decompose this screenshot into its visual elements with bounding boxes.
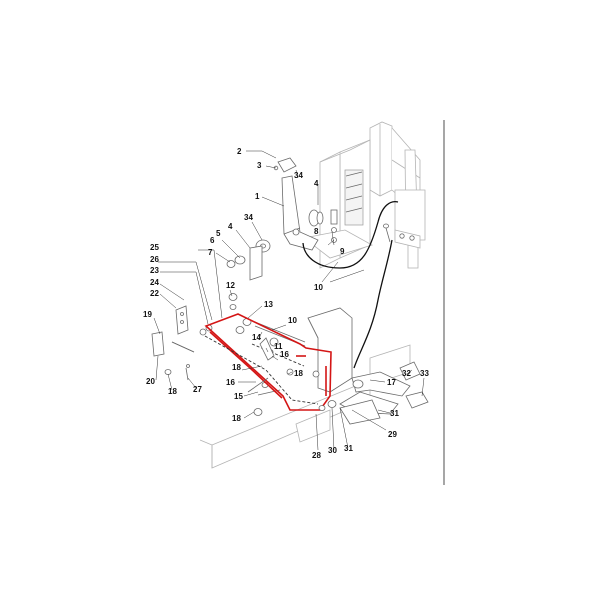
callout-30: 30: [328, 446, 337, 455]
callout-4a: 4: [314, 179, 319, 188]
callout-17: 17: [387, 378, 396, 387]
callout-19: 19: [143, 310, 152, 319]
callout-34b: 34: [244, 213, 253, 222]
callout-10b: 10: [288, 316, 297, 325]
callout-27: 27: [193, 385, 202, 394]
callout-18a: 18: [232, 363, 241, 372]
callout-13: 13: [264, 300, 273, 309]
callout-18b: 18: [294, 369, 303, 378]
pedal-bracket-plate: [307, 307, 353, 393]
callout-20: 20: [146, 377, 155, 386]
hidden-rod-line: [251, 343, 305, 367]
callout-16a: 16: [280, 350, 289, 359]
callout-14: 14: [252, 333, 261, 342]
callout-5: 5: [216, 229, 221, 238]
callout-24: 24: [150, 278, 159, 287]
callout-3: 3: [257, 161, 262, 170]
callout-29: 29: [388, 430, 397, 439]
steering-column-assembly: [303, 121, 426, 269]
callout-15: 15: [234, 392, 243, 401]
linkage-hardware: [247, 337, 337, 411]
callout-31a: 31: [344, 444, 353, 453]
callout-1: 1: [255, 192, 260, 201]
callout-9: 9: [340, 247, 345, 256]
callout-4b: 4: [228, 222, 233, 231]
callout-leaders: [153, 150, 425, 451]
pedal-assembly: [339, 361, 429, 425]
callout-12: 12: [226, 281, 235, 290]
callout-22: 22: [150, 289, 159, 298]
callout-25: 25: [150, 243, 159, 252]
callout-18d: 18: [168, 387, 177, 396]
callout-16b: 16: [226, 378, 235, 387]
callout-32: 32: [402, 369, 411, 378]
callout-31b: 31: [390, 409, 399, 418]
callout-11: 11: [274, 342, 283, 351]
callout-6: 6: [210, 236, 215, 245]
callout-10a: 10: [314, 283, 323, 292]
hidden-linkage-line: [204, 335, 319, 405]
throttle-cables: [302, 200, 399, 369]
highlighted-linkage: [204, 313, 332, 411]
callout-34a: 34: [294, 171, 303, 180]
callout-labels: 1 2 3 34 4 34 4 5 6 7 8 9 10 10 11 12 13…: [143, 147, 429, 460]
callout-23: 23: [150, 266, 159, 275]
callout-7: 7: [208, 248, 213, 257]
lever-part-1: [273, 157, 338, 251]
callout-28: 28: [312, 451, 321, 460]
callout-26: 26: [150, 255, 159, 264]
callout-2: 2: [237, 147, 242, 156]
callout-8: 8: [314, 227, 319, 236]
callout-33: 33: [420, 369, 429, 378]
callout-18c: 18: [232, 414, 241, 423]
